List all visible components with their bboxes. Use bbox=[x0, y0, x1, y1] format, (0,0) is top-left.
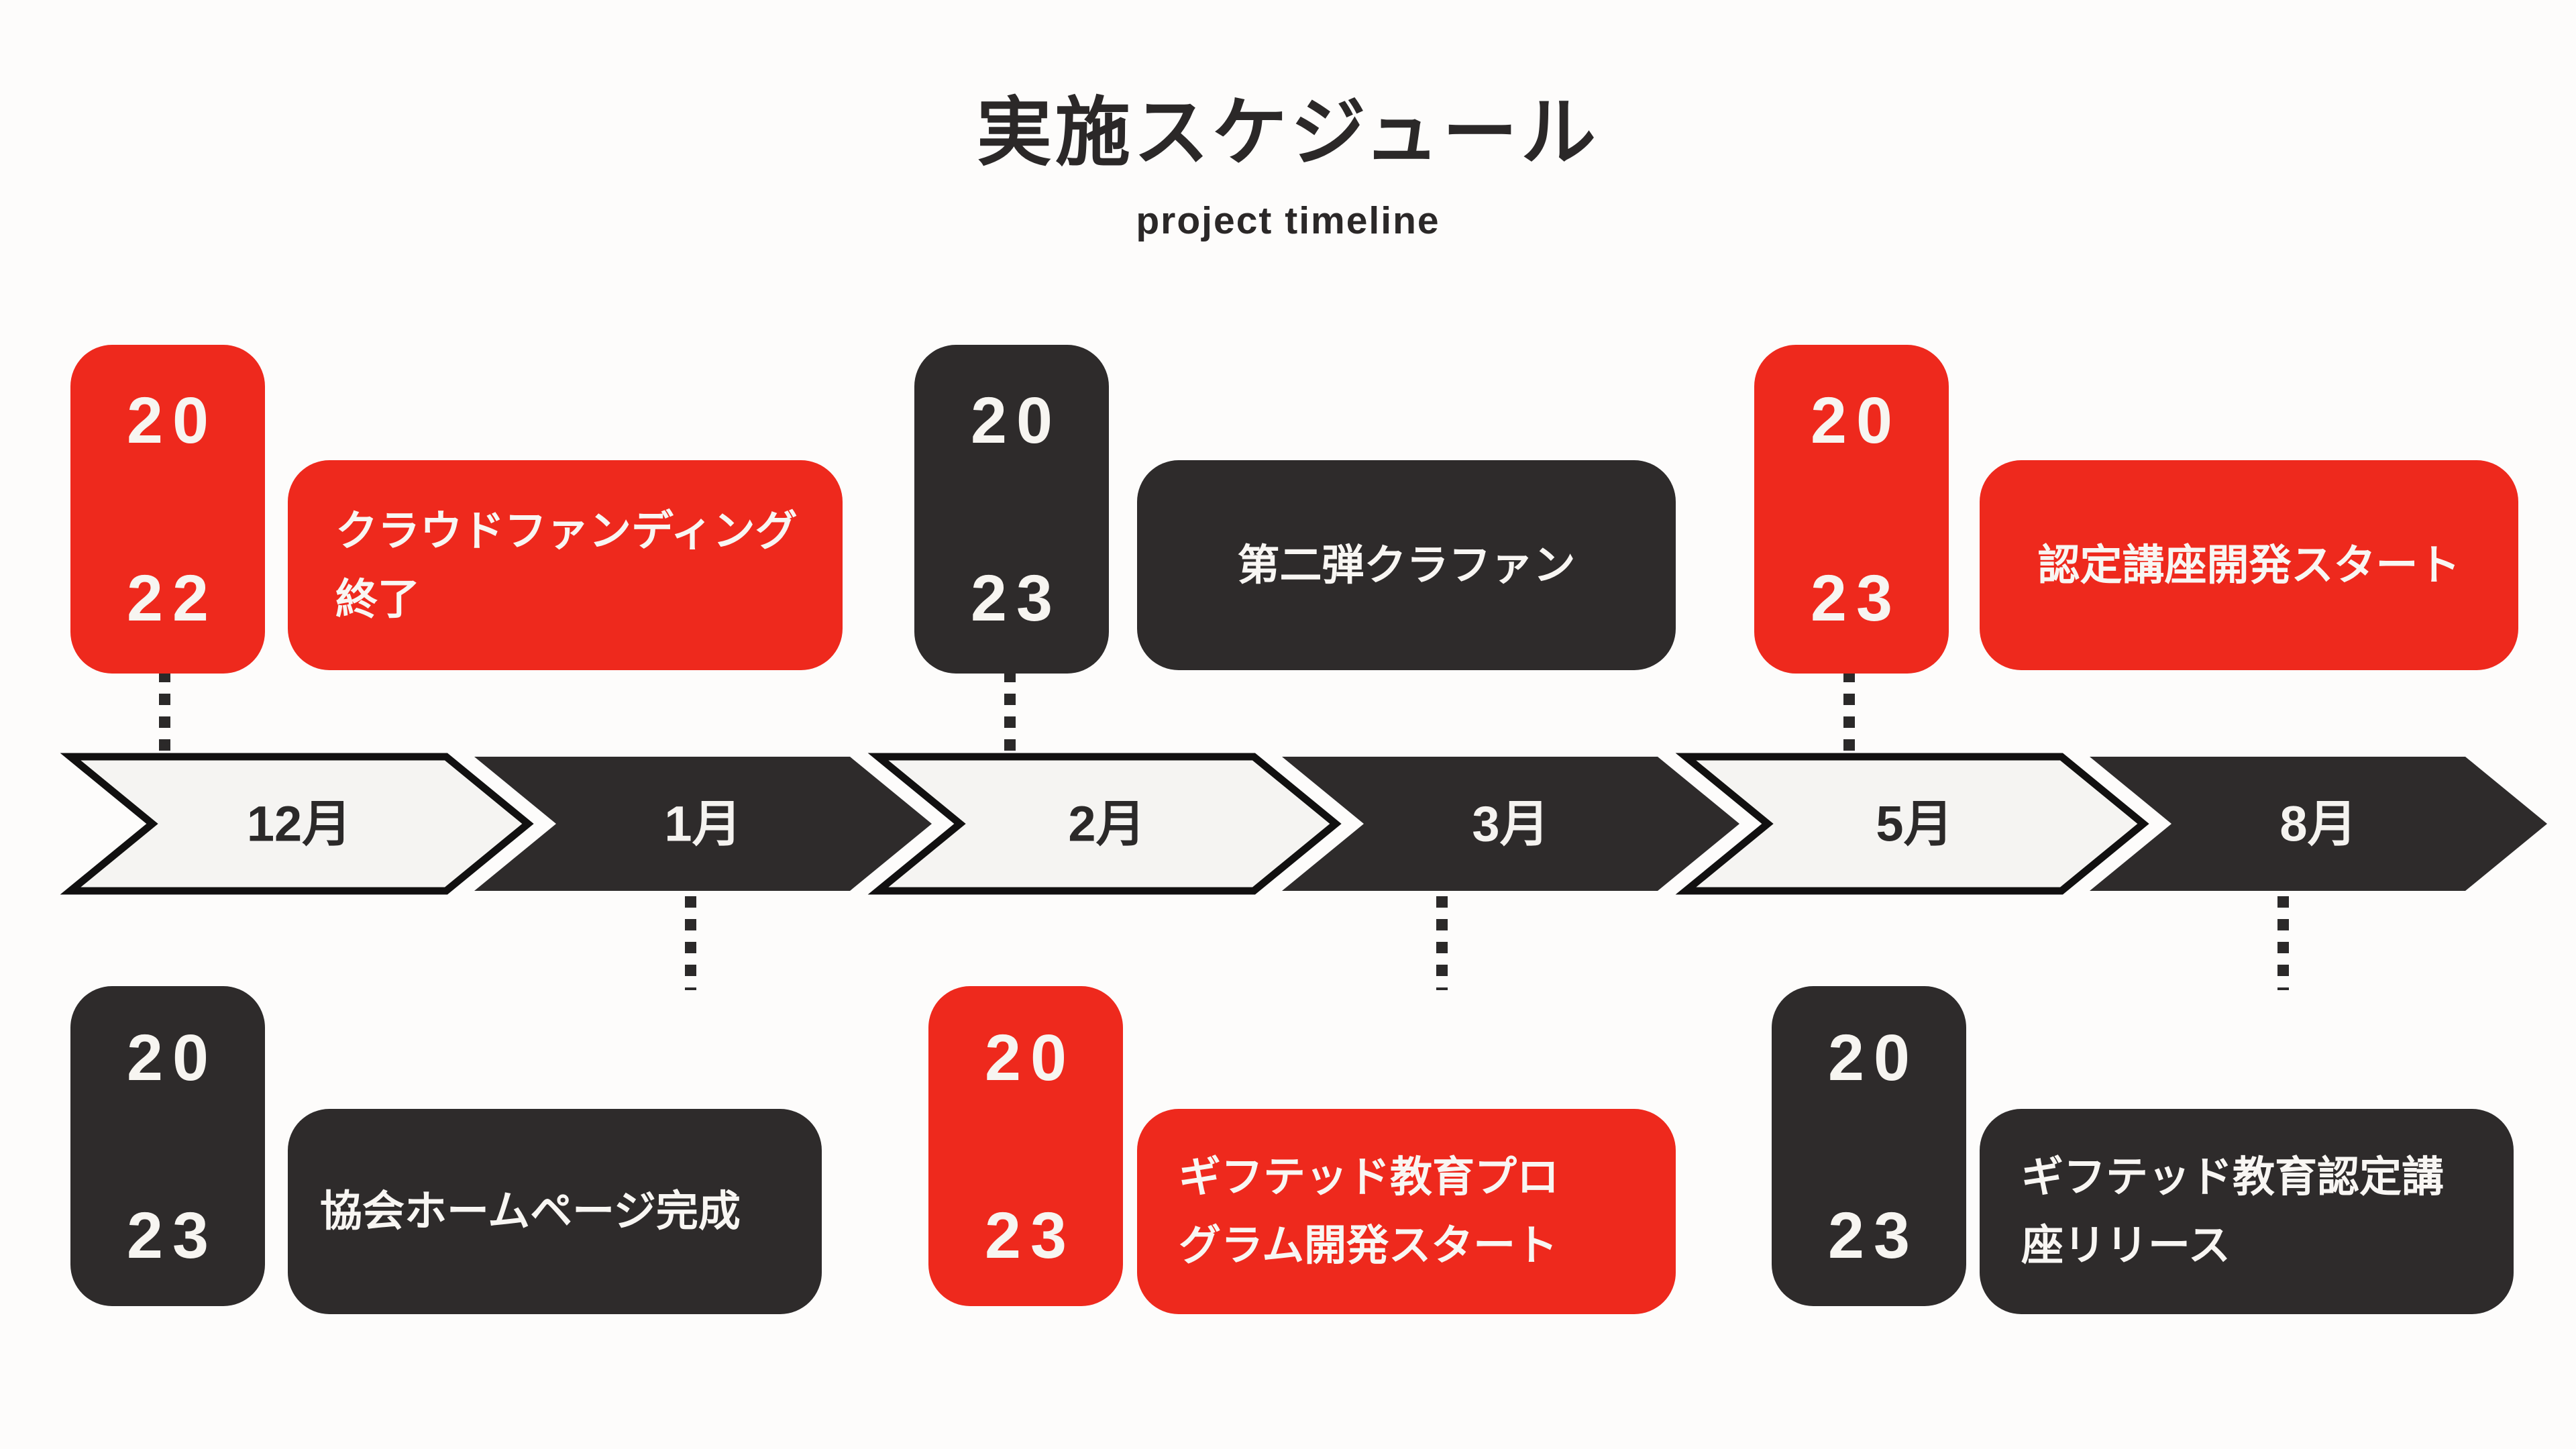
year-badge-2023-jan: 20 23 bbox=[70, 986, 265, 1306]
year-badge-line: 20 bbox=[985, 1020, 1076, 1094]
event-box-homepage-complete: 協会ホームページ完成 bbox=[288, 1109, 822, 1314]
event-text-line: ギフテッド教育プロ bbox=[1179, 1154, 1559, 1201]
page-title: 実施スケジュール bbox=[976, 91, 1600, 174]
dotted-connector-may bbox=[1843, 671, 1855, 757]
month-label-jan: 1月 bbox=[664, 796, 741, 852]
dotted-connector-mar bbox=[1436, 896, 1448, 990]
month-chevron-feb bbox=[867, 753, 1342, 895]
month-label-feb: 2月 bbox=[1068, 796, 1145, 852]
month-chevron-may bbox=[1675, 753, 2149, 895]
year-badge-line: 20 bbox=[127, 1020, 218, 1094]
event-text-line: ギフテッド教育認定講 bbox=[2021, 1154, 2444, 1201]
year-badge-line: 20 bbox=[127, 384, 218, 457]
event-text-line: 協会ホームページ完成 bbox=[320, 1188, 741, 1235]
year-badge-2023-aug: 20 23 bbox=[1772, 986, 1966, 1306]
dotted-connector-dec bbox=[159, 671, 170, 757]
timeline-chevron-band: 12月 1月 2月 3月 5月 8月 bbox=[60, 753, 2547, 895]
event-box-crowdfunding-end: クラウドファンディング 終了 bbox=[288, 460, 843, 670]
event-box-gifted-program-start: ギフテッド教育プロ グラム開発スタート bbox=[1137, 1109, 1676, 1314]
year-badge-2023-may: 20 23 bbox=[1754, 345, 1949, 674]
month-label-aug: 8月 bbox=[2279, 796, 2357, 852]
year-badge-2023-mar: 20 23 bbox=[928, 986, 1123, 1306]
year-badge-line: 23 bbox=[1828, 1198, 1919, 1272]
dotted-connector-feb bbox=[1004, 671, 1016, 757]
year-badge-line: 23 bbox=[971, 561, 1062, 635]
year-badge-line: 23 bbox=[985, 1198, 1076, 1272]
month-label-dec: 12月 bbox=[247, 796, 352, 852]
year-badge-2022-dec: 20 22 bbox=[70, 345, 265, 674]
month-chevron-mar bbox=[1282, 757, 1739, 891]
dotted-connector-jan bbox=[685, 896, 696, 990]
year-badge-line: 20 bbox=[1828, 1020, 1919, 1094]
year-badge-line: 22 bbox=[127, 561, 218, 635]
event-text-line: クラウドファンディング bbox=[335, 507, 798, 555]
event-box-second-crowdfunding: 第二弾クラファン bbox=[1137, 460, 1676, 670]
event-text-line: 終了 bbox=[335, 576, 420, 623]
year-badge-2023-feb: 20 23 bbox=[914, 345, 1109, 674]
event-box-certified-course-dev: 認定講座開発スタート bbox=[1980, 460, 2518, 670]
month-label-may: 5月 bbox=[1876, 796, 1953, 852]
page-subtitle: project timeline bbox=[1136, 199, 1440, 242]
year-badge-line: 23 bbox=[1811, 561, 1902, 635]
event-text-line: 第二弾クラファン bbox=[1237, 541, 1576, 589]
month-chevron-dec bbox=[60, 753, 534, 895]
month-chevron-jan bbox=[474, 757, 932, 891]
event-text-line: 認定講座開発スタート bbox=[2037, 541, 2461, 589]
year-badge-line: 23 bbox=[127, 1198, 218, 1272]
month-chevron-aug bbox=[2090, 757, 2547, 891]
year-badge-line: 20 bbox=[971, 384, 1062, 457]
year-badge-line: 20 bbox=[1811, 384, 1902, 457]
event-box-certified-course-release: ギフテッド教育認定講 座リリース bbox=[1980, 1109, 2514, 1314]
month-label-mar: 3月 bbox=[1472, 796, 1549, 852]
dotted-connector-aug bbox=[2277, 896, 2289, 990]
event-text-line: 座リリース bbox=[2021, 1222, 2231, 1269]
event-text-line: グラム開発スタート bbox=[1179, 1222, 1558, 1269]
